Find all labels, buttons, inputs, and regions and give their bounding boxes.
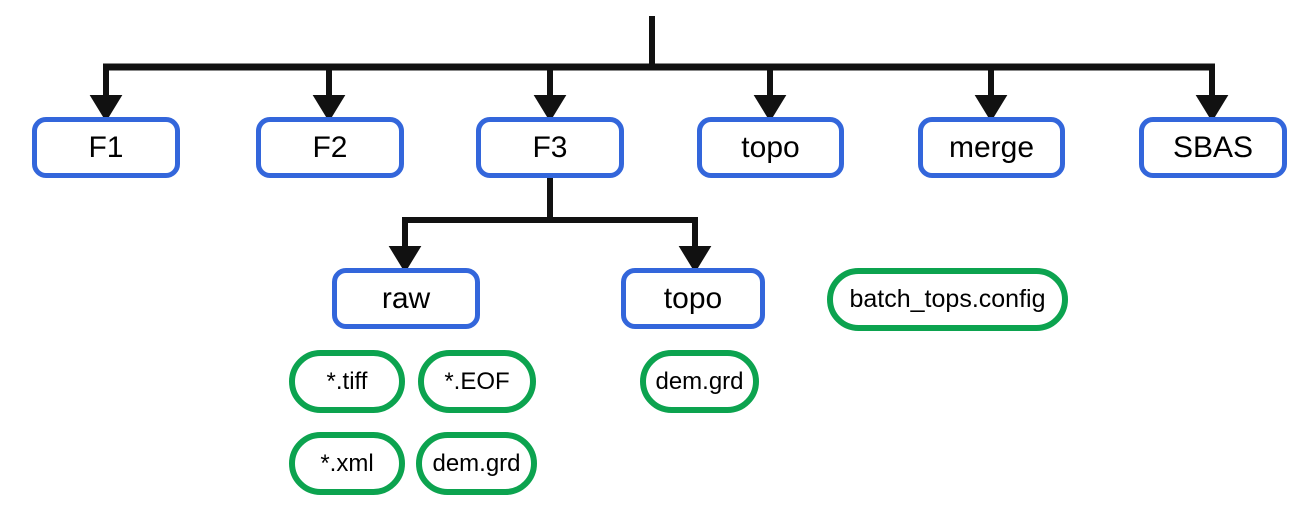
arrowhead-toposub: [678, 246, 712, 273]
arrowhead-sbas: [1195, 95, 1229, 122]
folder-node-raw: raw: [332, 268, 480, 329]
arrowhead-f1: [89, 95, 123, 122]
file-node-dem-grd-raw: dem.grd: [416, 432, 537, 495]
arrowhead-f2: [312, 95, 346, 122]
file-node-dem-grd-topo: dem.grd: [640, 350, 759, 413]
folder-node-f2: F2: [256, 117, 404, 178]
folder-node-sbas: SBAS: [1139, 117, 1287, 178]
folder-node-f1: F1: [32, 117, 180, 178]
arrowhead-topo: [753, 95, 787, 122]
file-node-eof: *.EOF: [418, 350, 536, 413]
file-node-tiff: *.tiff: [289, 350, 405, 413]
arrowhead-f3: [533, 95, 567, 122]
file-node-batch-tops-config: batch_tops.config: [827, 268, 1068, 331]
folder-node-f3: F3: [476, 117, 624, 178]
file-node-xml: *.xml: [289, 432, 405, 495]
folder-node-topo: topo: [697, 117, 844, 178]
folder-node-f3-topo: topo: [621, 268, 765, 329]
arrowhead-merge: [974, 95, 1008, 122]
arrowhead-raw: [388, 246, 422, 273]
folder-node-merge: merge: [918, 117, 1065, 178]
